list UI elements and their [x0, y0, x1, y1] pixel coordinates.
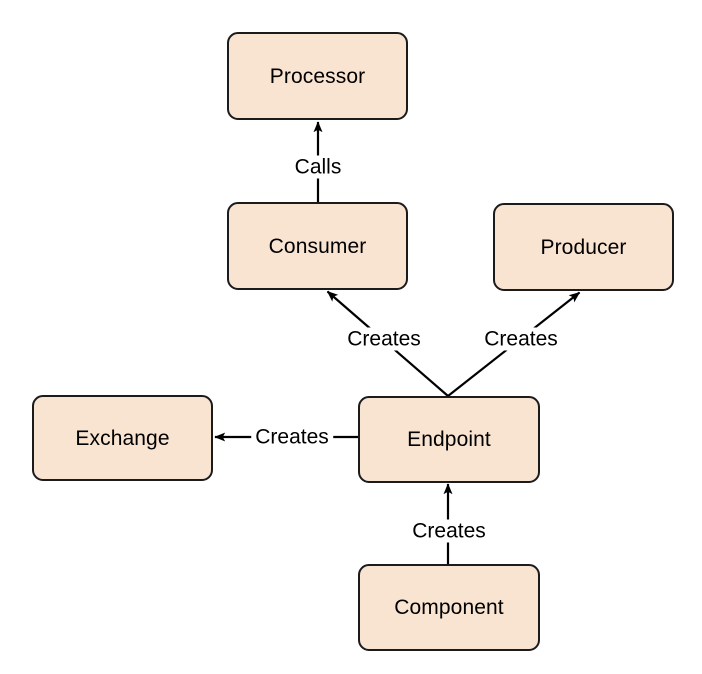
edge-label-creates-endpoint: Creates — [408, 519, 490, 543]
node-processor-label: Processor — [269, 64, 366, 88]
node-component[interactable]: Component — [358, 564, 540, 651]
node-endpoint[interactable]: Endpoint — [358, 396, 540, 483]
node-processor[interactable]: Processor — [227, 32, 408, 120]
edge-label-creates-producer: Creates — [480, 327, 562, 351]
node-producer-label: Producer — [540, 235, 627, 259]
node-producer[interactable]: Producer — [493, 203, 674, 291]
edge-label-creates-exchange: Creates — [251, 425, 333, 449]
node-consumer[interactable]: Consumer — [227, 202, 408, 290]
node-exchange[interactable]: Exchange — [32, 395, 213, 481]
node-consumer-label: Consumer — [268, 234, 367, 258]
node-component-label: Component — [394, 596, 504, 619]
node-endpoint-label: Endpoint — [407, 428, 491, 451]
node-exchange-label: Exchange — [75, 426, 170, 450]
edge-label-calls: Calls — [290, 155, 346, 179]
edge-label-creates-consumer: Creates — [343, 327, 425, 351]
